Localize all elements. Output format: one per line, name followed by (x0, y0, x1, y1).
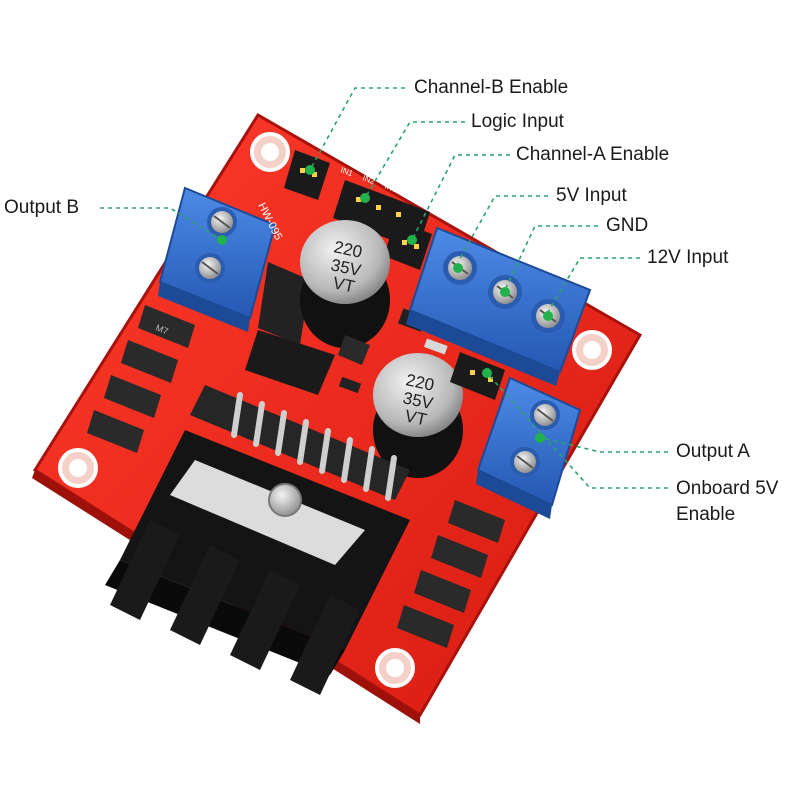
svg-text:M7: M7 (154, 323, 169, 337)
smd-component (338, 376, 362, 394)
svg-text:IN2: IN2 (361, 173, 376, 186)
leader-lines (100, 87, 668, 489)
voltage-regulator (245, 330, 370, 395)
callout-channel-b-enable: Channel-B Enable (414, 77, 569, 98)
jumper-onboard-5v (450, 352, 505, 400)
callout-gnd: GND (606, 215, 649, 236)
terminal-block-output-b (158, 186, 277, 332)
callout-onboard-5v-enable: Onboard 5V Enable (676, 476, 800, 528)
mounting-hole-icon (58, 448, 98, 488)
terminal-block-output-a (476, 376, 582, 519)
diode-array-left: M7 (87, 305, 195, 453)
callout-logic-input: Logic Input (471, 111, 564, 132)
svg-text:IN3: IN3 (383, 181, 398, 194)
svg-text:VT: VT (331, 273, 356, 296)
callout-channel-a-enable: Channel-A Enable (516, 144, 670, 165)
mounting-hole-icon (572, 330, 612, 370)
callout-onboard-5v-line1: Onboard 5V (676, 478, 779, 499)
callout-output-a: Output A (676, 441, 750, 462)
pin-header (284, 150, 432, 270)
mounting-hole-icon (375, 648, 415, 688)
smd-component (423, 338, 448, 355)
svg-text:IN1: IN1 (339, 165, 354, 178)
capacitor-1: 220 35V VT (258, 220, 390, 348)
diode-array-right (397, 500, 505, 648)
callout-5v-input: 5V Input (556, 185, 627, 206)
callout-12v-input: 12V Input (647, 247, 729, 268)
svg-text:VT: VT (403, 406, 428, 429)
callout-output-b: Output B (4, 197, 79, 218)
capacitor-2: 220 35V VT (373, 353, 463, 478)
mounting-hole-icon (250, 132, 290, 172)
h-bridge-ic-heatsink (105, 385, 410, 695)
pin-labels: IN1 IN2 IN3 IN4 (339, 165, 420, 202)
marker-dots (217, 165, 553, 443)
callout-onboard-5v-line2: Enable (676, 504, 736, 525)
svg-text:IN4: IN4 (405, 189, 420, 202)
